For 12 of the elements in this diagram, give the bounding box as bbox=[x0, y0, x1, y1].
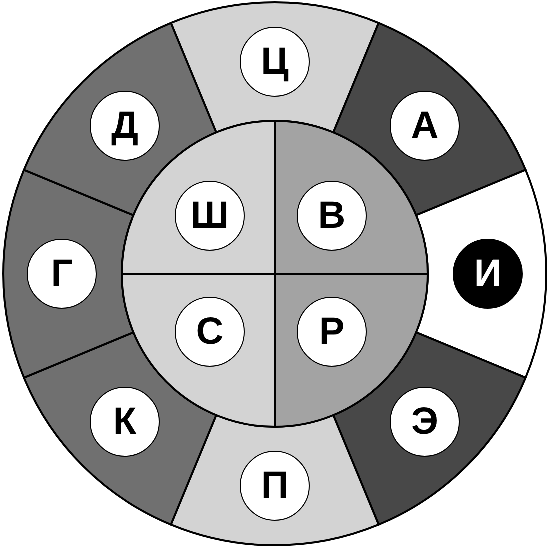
letter: К bbox=[113, 403, 137, 441]
letter: Г bbox=[51, 255, 73, 293]
letter: Ш bbox=[190, 197, 230, 235]
letter: Ц bbox=[261, 43, 289, 81]
letter: Э bbox=[411, 403, 439, 441]
letter: Д bbox=[111, 107, 139, 145]
letter: В bbox=[318, 197, 346, 235]
letter: И bbox=[474, 255, 502, 293]
letter: Р bbox=[319, 313, 345, 351]
letter: С bbox=[196, 313, 224, 351]
letter: П bbox=[261, 467, 289, 505]
letter: А bbox=[411, 107, 439, 145]
